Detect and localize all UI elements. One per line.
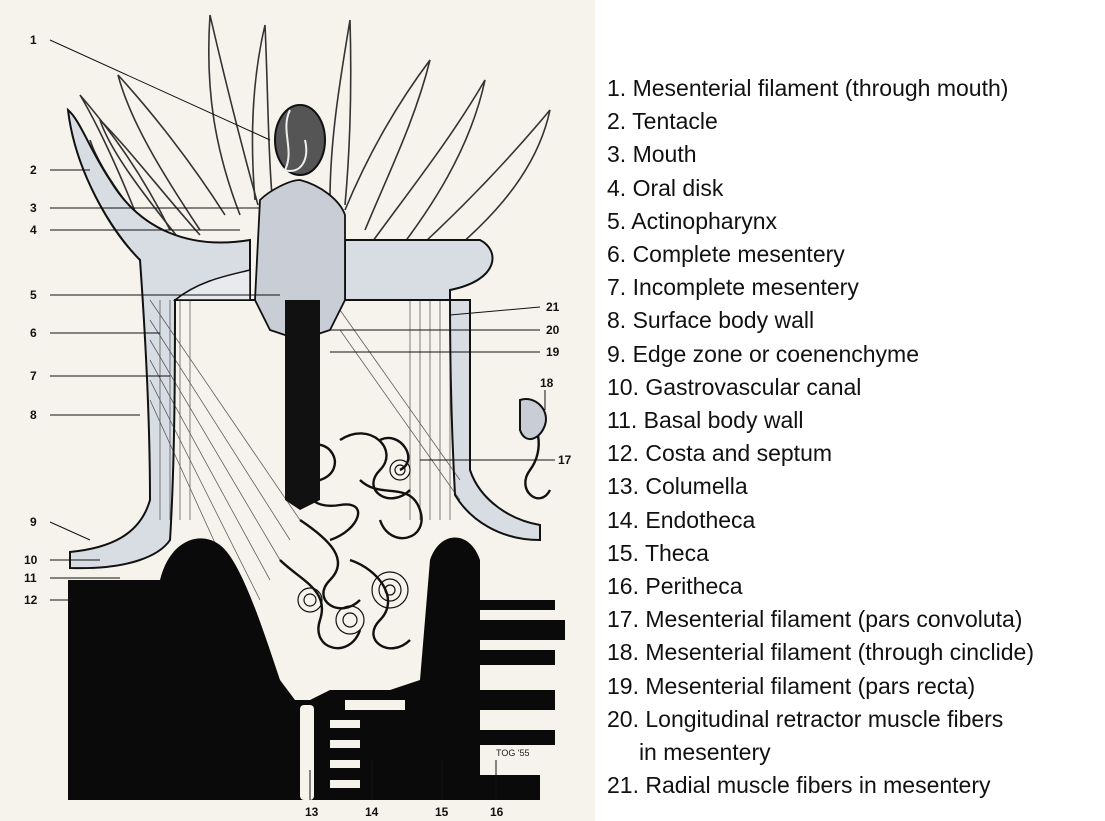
- callout-13: 13: [305, 805, 319, 819]
- legend-item-7: 7. Incomplete mesentery: [607, 271, 1034, 304]
- legend-item-20-cont: in mesentery: [607, 736, 1034, 769]
- callout-10: 10: [24, 553, 38, 567]
- legend-item-20: 20. Longitudinal retractor muscle fibers: [607, 703, 1034, 736]
- legend-item-9: 9. Edge zone or coenenchyme: [607, 338, 1034, 371]
- polyp-cross-section-figure: 1 2 3 4 5 6 7 8 9 10 11 12 13 14 15 16 1…: [0, 0, 595, 821]
- legend-item-5: 5. Actinopharynx: [607, 205, 1034, 238]
- legend-item-18: 18. Mesenterial filament (through cincli…: [607, 636, 1034, 669]
- artist-signature: TOG '55: [496, 748, 530, 758]
- callout-12: 12: [24, 593, 38, 607]
- callout-5: 5: [30, 288, 37, 302]
- callout-6: 6: [30, 326, 37, 340]
- legend-item-17: 17. Mesenterial filament (pars convoluta…: [607, 603, 1034, 636]
- polyp-diagram: 1 2 3 4 5 6 7 8 9 10 11 12 13 14 15 16 1…: [0, 0, 595, 821]
- callout-8: 8: [30, 408, 37, 422]
- legend-item-8: 8. Surface body wall: [607, 304, 1034, 337]
- callout-14: 14: [365, 805, 379, 819]
- callout-4: 4: [30, 223, 37, 237]
- legend-item-1: 1. Mesenterial filament (through mouth): [607, 72, 1034, 105]
- legend-item-4: 4. Oral disk: [607, 172, 1034, 205]
- legend-list: 1. Mesenterial filament (through mouth) …: [607, 72, 1034, 802]
- legend-item-19: 19. Mesenterial filament (pars recta): [607, 670, 1034, 703]
- legend-item-21: 21. Radial muscle fibers in mesentery: [607, 769, 1034, 802]
- callout-9: 9: [30, 515, 37, 529]
- legend-item-2: 2. Tentacle: [607, 105, 1034, 138]
- callout-20: 20: [546, 323, 560, 337]
- callout-21: 21: [546, 300, 560, 314]
- legend-item-10: 10. Gastrovascular canal: [607, 371, 1034, 404]
- callout-16: 16: [490, 805, 504, 819]
- callout-11: 11: [24, 571, 37, 585]
- callout-19: 19: [546, 345, 560, 359]
- legend-item-12: 12. Costa and septum: [607, 437, 1034, 470]
- legend-item-14: 14. Endotheca: [607, 504, 1034, 537]
- legend-item-6: 6. Complete mesentery: [607, 238, 1034, 271]
- legend-item-16: 16. Peritheca: [607, 570, 1034, 603]
- callout-2: 2: [30, 163, 37, 177]
- legend-item-11: 11. Basal body wall: [607, 404, 1034, 437]
- legend-item-15: 15. Theca: [607, 537, 1034, 570]
- oral-filament-knot: [275, 105, 325, 175]
- callout-15: 15: [435, 805, 449, 819]
- callout-1: 1: [30, 33, 37, 47]
- legend-item-3: 3. Mouth: [607, 138, 1034, 171]
- callout-18: 18: [540, 376, 554, 390]
- callout-3: 3: [30, 201, 37, 215]
- pharynx-dark-core: [285, 300, 320, 510]
- legend-item-13: 13. Columella: [607, 470, 1034, 503]
- callout-7: 7: [30, 369, 37, 383]
- callout-17: 17: [558, 453, 572, 467]
